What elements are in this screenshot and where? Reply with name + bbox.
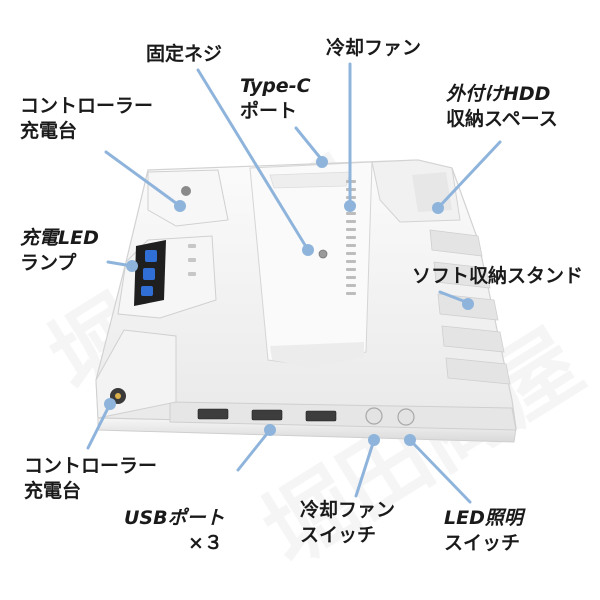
usb-port-group — [197, 408, 337, 422]
label-fixing-screw-line1: 固定ネジ — [146, 43, 223, 65]
led-switch-knob — [397, 408, 415, 426]
label-hdd-space: 外付けHDD 収納スペース — [446, 82, 558, 132]
leader-fixing-screw — [196, 68, 310, 252]
label-charge-led: 充電LED ランプ — [20, 226, 99, 276]
label-led-switch: LED照明 スイッチ — [444, 506, 523, 556]
soft-stand-slots — [429, 229, 511, 385]
fixing-screw — [318, 249, 328, 259]
label-controller-charger-bottom-line1: コントローラー — [24, 455, 158, 477]
charger-contact-top — [181, 186, 191, 196]
led-light-1 — [145, 250, 157, 262]
label-fan-switch-line1: 冷却ファン — [300, 499, 396, 521]
label-controller-charger-bottom: コントローラー 充電台 — [24, 454, 157, 504]
leader-lines — [86, 62, 502, 504]
usb-port-3 — [305, 410, 337, 422]
leader-type-c — [294, 126, 324, 162]
fan-switch-knob — [365, 407, 383, 425]
label-type-c-port: Type-C ポート — [240, 74, 311, 124]
label-controller-charger-bottom-line2: 充電台 — [24, 480, 82, 502]
label-fan-switch-line2: スイッチ — [300, 524, 377, 546]
label-led-switch-line2: スイッチ — [444, 532, 521, 554]
label-controller-charger-top-line1: コントローラー — [20, 95, 154, 117]
label-charge-led-line2: ランプ — [20, 252, 77, 274]
label-type-c-line2: ポート — [240, 100, 298, 122]
leader-led-switch — [408, 438, 472, 504]
leader-charger-top — [104, 150, 182, 208]
label-controller-charger-top: コントローラー 充電台 — [20, 94, 153, 144]
leader-dots — [104, 156, 474, 446]
label-hdd-line2: 収納スペース — [446, 108, 558, 130]
led-light-2 — [143, 268, 155, 280]
leader-fan-switch — [354, 438, 376, 498]
label-cooling-fan-line1: 冷却ファン — [326, 37, 422, 59]
label-led-switch-line1: LED照明 — [444, 507, 523, 529]
leader-stand — [438, 290, 468, 304]
usb-port-2 — [251, 409, 283, 421]
leader-usb — [236, 428, 272, 472]
leader-charger-bottom — [86, 402, 112, 450]
label-usb-line1: USBポート — [124, 507, 225, 529]
leader-hdd — [436, 140, 502, 210]
label-usb-ports: USBポート ×３ — [124, 506, 225, 556]
label-soft-stand-line1: ソフト収納スタンド — [412, 265, 584, 287]
label-fixing-screw: 固定ネジ — [146, 42, 222, 67]
label-usb-line2: ×３ — [188, 532, 223, 554]
label-type-c-line1: Type-C — [240, 75, 311, 97]
usb-port-1 — [197, 408, 229, 420]
label-cooling-fan: 冷却ファン — [326, 36, 421, 61]
label-controller-charger-top-line2: 充電台 — [20, 120, 78, 142]
label-fan-switch: 冷却ファン スイッチ — [300, 498, 395, 548]
dock-device — [95, 159, 517, 443]
label-charge-led-line1: 充電LED — [20, 227, 99, 249]
led-light-3 — [141, 286, 153, 296]
label-hdd-line1: 外付けHDD — [446, 83, 551, 105]
label-soft-stand: ソフト収納スタンド — [412, 264, 583, 289]
